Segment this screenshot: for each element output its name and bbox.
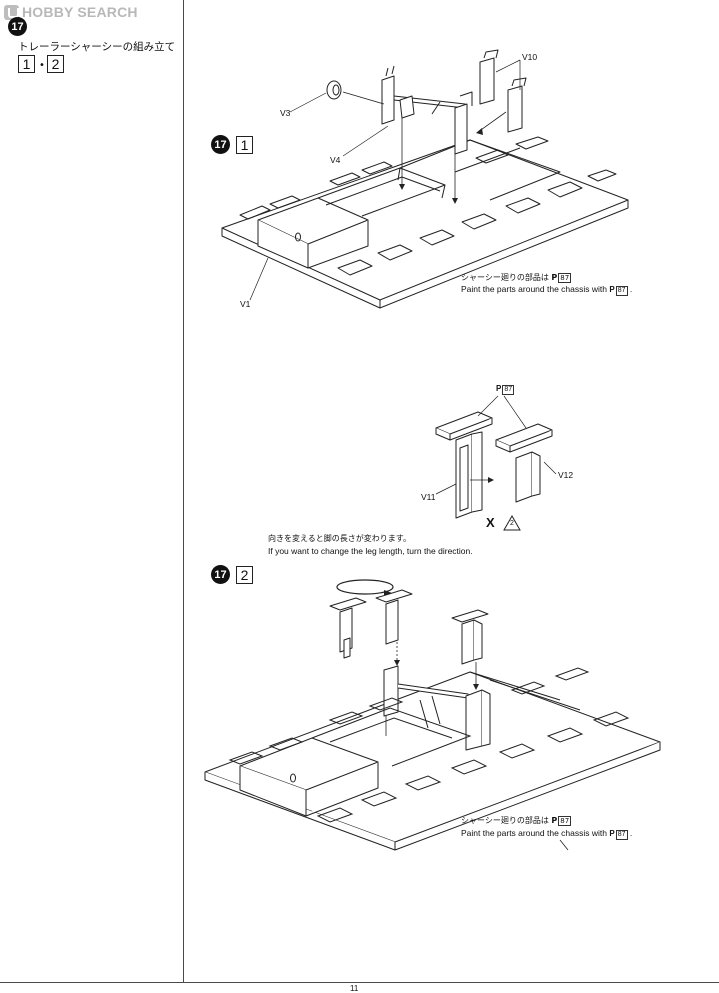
sidebar-title: トレーラーシャーシーの組み立て bbox=[18, 41, 176, 53]
step2-paint-code-en: 87 bbox=[615, 830, 628, 840]
step1-paint-code-jp: 87 bbox=[558, 273, 572, 283]
warning-count: 2 bbox=[510, 520, 514, 527]
watermark-text: HOBBY SEARCH bbox=[22, 4, 138, 20]
page-bottom-divider bbox=[0, 982, 719, 983]
watermark-logo-icon bbox=[4, 4, 19, 20]
paint-marker-icon: P bbox=[496, 384, 502, 393]
step2-paint-code-jp: 87 bbox=[558, 816, 572, 826]
label-v12: V12 bbox=[558, 470, 574, 480]
subassembly-paint-code: 87 bbox=[502, 385, 515, 395]
step1-paint-code-en: 87 bbox=[615, 286, 628, 296]
step2-paint-note-en-text: Paint the parts around the chassis with bbox=[461, 828, 607, 838]
label-v11: V11 bbox=[421, 492, 436, 502]
step1-substep-box: 1 bbox=[236, 136, 253, 154]
step2-turn-note-jp: 向きを変えると脚の長さが変わります。 bbox=[268, 534, 411, 543]
label-v3: V3 bbox=[280, 108, 291, 118]
label-v4: V4 bbox=[330, 155, 341, 165]
paint-marker-icon: P bbox=[609, 829, 615, 838]
label-v10: V10 bbox=[522, 52, 538, 62]
hobby-search-watermark: HOBBY SEARCH bbox=[4, 3, 138, 21]
sidebar-step-badge: 17 bbox=[8, 17, 27, 36]
step1-paint-note-jp-text: シャーシー廻りの部品は bbox=[461, 273, 549, 282]
warning-x-icon: X bbox=[486, 515, 495, 530]
step2-badge: 17 bbox=[211, 565, 230, 584]
step2-turn-note-en: If you want to change the leg length, tu… bbox=[268, 546, 473, 556]
step1-paint-note-en: Paint the parts around the chassis with … bbox=[461, 284, 633, 296]
step2-paint-note-jp-text: シャーシー廻りの部品は bbox=[461, 816, 549, 825]
step1-badge: 17 bbox=[211, 135, 230, 154]
sidebar-substep-2: 2 bbox=[47, 55, 64, 73]
sidebar-substep-1: 1 bbox=[18, 55, 35, 73]
label-v1: V1 bbox=[240, 299, 251, 309]
paint-marker-icon: P bbox=[609, 285, 615, 294]
sidebar-divider bbox=[183, 0, 184, 982]
sidebar-substep-separator: • bbox=[39, 60, 45, 71]
step1-paint-note-en-text: Paint the parts around the chassis with bbox=[461, 284, 607, 294]
step2-substep-box: 2 bbox=[236, 566, 253, 584]
paint-marker-icon: P bbox=[551, 273, 558, 282]
step2-paint-note-en: Paint the parts around the chassis with … bbox=[461, 828, 633, 840]
paint-marker-icon: P bbox=[551, 816, 558, 825]
page-number: 11 bbox=[350, 984, 359, 993]
